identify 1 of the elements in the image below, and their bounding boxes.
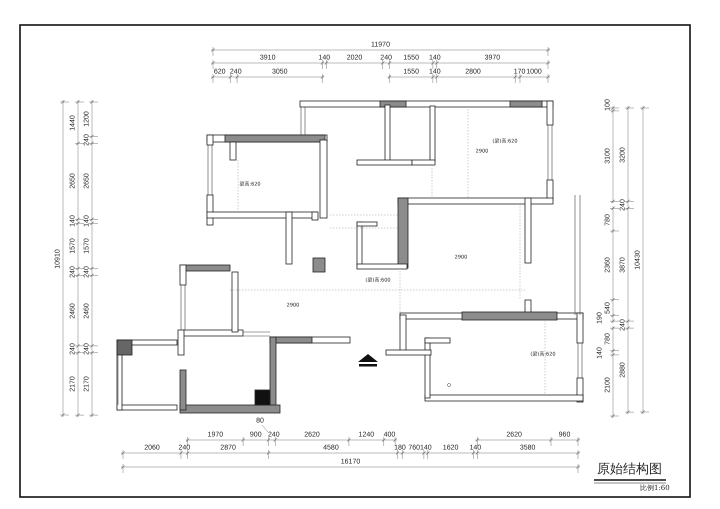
title: 原始结构图 bbox=[597, 463, 662, 476]
